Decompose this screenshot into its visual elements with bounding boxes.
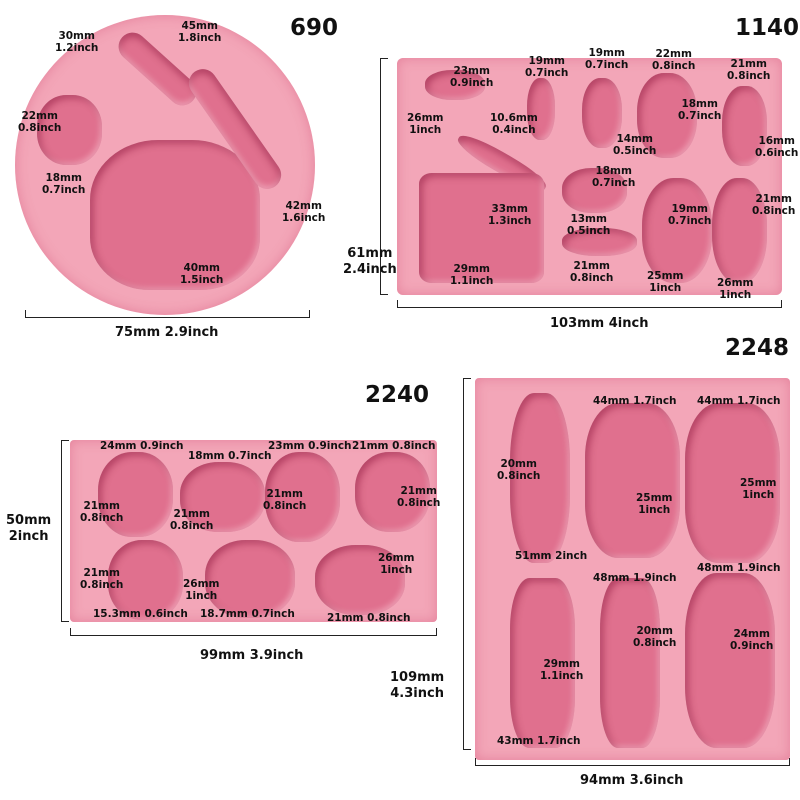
dimension-label: 42mm 1.6inch	[282, 200, 326, 225]
dimension-label: 24mm 0.9inch	[730, 628, 774, 653]
bowl-cavity	[562, 168, 627, 213]
dog-face-cavity	[98, 452, 173, 537]
dimension-label: 33mm 1.3inch	[488, 203, 532, 228]
dimension-label: 44mm 1.7inch	[593, 395, 677, 407]
dimension-label: 10.6mm 0.4inch	[490, 112, 538, 137]
dog-cavity	[685, 403, 780, 563]
hydrant-cavity	[582, 78, 622, 148]
width-label: 75mm 2.9inch	[115, 325, 219, 340]
dimension-label: 14mm 0.5inch	[613, 133, 657, 158]
dog-cavity	[712, 178, 767, 283]
width-bracket	[475, 758, 790, 766]
dimension-label: 20mm 0.8inch	[497, 458, 541, 483]
dimension-label: 26mm 1inch	[183, 578, 220, 603]
dimension-label: 40mm 1.5inch	[180, 262, 224, 287]
height-bracket	[61, 440, 69, 622]
dimension-label: 26mm 1inch	[378, 552, 415, 577]
dimension-label: 18mm 0.7inch	[678, 98, 722, 123]
dimension-label: 22mm 0.8inch	[18, 110, 62, 135]
dimension-label: 21mm 0.8inch	[397, 485, 441, 510]
dimension-label: 13mm 0.5inch	[567, 213, 611, 238]
dog-cavity	[642, 178, 712, 283]
doghouse-cavity	[419, 173, 544, 283]
height-bracket	[463, 378, 471, 750]
dimension-label: 23mm 0.9inch	[450, 65, 494, 90]
height-label: 61mm 2.4inch	[343, 246, 397, 278]
dog-cavity	[510, 578, 575, 748]
dimension-label: 48mm 1.9inch	[593, 572, 677, 584]
dimension-label: 21mm 0.8inch	[352, 440, 436, 452]
mold-code: 2248	[725, 335, 790, 361]
dimension-label: 23mm 0.9inch	[268, 440, 352, 452]
height-bracket	[380, 58, 388, 295]
dimension-label: 44mm 1.7inch	[697, 395, 781, 407]
width-label: 99mm 3.9inch	[200, 648, 304, 663]
dimension-label: 25mm 1inch	[647, 270, 684, 295]
width-bracket	[70, 628, 437, 636]
dimension-label: 18.7mm 0.7inch	[200, 608, 295, 620]
dimension-label: 21mm 0.8inch	[570, 260, 614, 285]
mold-2248	[475, 378, 790, 760]
dimension-label: 21mm 0.8inch	[752, 193, 796, 218]
dimension-label: 21mm 0.8inch	[80, 567, 124, 592]
width-label: 103mm 4inch	[550, 316, 649, 331]
car-cavity	[425, 70, 485, 100]
dimension-label: 25mm 1inch	[636, 492, 673, 517]
dimension-label: 21mm 0.8inch	[80, 500, 124, 525]
dog-cavity	[510, 393, 570, 563]
mold-code: 690	[290, 15, 339, 41]
dimension-label: 30mm 1.2inch	[55, 30, 99, 55]
dimension-label: 20mm 0.8inch	[633, 625, 677, 650]
dimension-label: 18mm 0.7inch	[42, 172, 86, 197]
dimension-label: 25mm 1inch	[740, 477, 777, 502]
dog-face-cavity	[265, 452, 340, 542]
width-label: 94mm 3.6inch	[580, 773, 684, 788]
mold-code: 1140	[735, 15, 800, 41]
dimension-label: 21mm 0.8inch	[327, 612, 411, 624]
dimension-label: 21mm 0.8inch	[727, 58, 771, 83]
mold-code: 2240	[365, 382, 430, 408]
dimension-label: 26mm 1inch	[717, 277, 754, 302]
dimension-label: 51mm 2inch	[515, 550, 588, 562]
dog-cavity	[637, 73, 697, 158]
hound-face-cavity	[355, 452, 430, 532]
mold-1140	[397, 58, 782, 295]
dimension-label: 21mm 0.8inch	[263, 488, 307, 513]
height-label: 109mm 4.3inch	[390, 670, 445, 702]
width-bracket	[25, 310, 310, 318]
bone-cavity	[562, 228, 637, 256]
small-paw-cavity	[37, 95, 102, 165]
dimension-label: 43mm 1.7inch	[497, 735, 581, 747]
dimension-label: 18mm 0.7inch	[188, 450, 272, 462]
mold-2240	[70, 440, 437, 622]
dimension-label: 45mm 1.8inch	[178, 20, 222, 45]
shaggy-face-cavity	[315, 545, 405, 615]
dimension-label: 18mm 0.7inch	[592, 165, 636, 190]
dimension-label: 48mm 1.9inch	[697, 562, 781, 574]
dog-cavity	[685, 573, 775, 748]
dimension-label: 16mm 0.6inch	[755, 135, 799, 160]
height-label: 50mm 2inch	[6, 513, 52, 545]
dog-cavity	[585, 403, 680, 558]
dimension-label: 24mm 0.9inch	[100, 440, 184, 452]
poodle-face-cavity	[180, 462, 265, 532]
dog-face-cavity	[205, 540, 295, 618]
dog-cavity	[722, 86, 767, 166]
dimension-label: 19mm 0.7inch	[585, 47, 629, 72]
dimension-label: 19mm 0.7inch	[668, 203, 712, 228]
mold-690	[15, 15, 315, 315]
dimension-label: 29mm 1.1inch	[450, 263, 494, 288]
width-bracket	[397, 300, 782, 308]
dimension-label: 19mm 0.7inch	[525, 55, 569, 80]
dimension-label: 21mm 0.8inch	[170, 508, 214, 533]
dimension-label: 26mm 1inch	[407, 112, 444, 137]
hedgehog-cavity	[527, 78, 555, 140]
dog-cavity	[600, 578, 660, 748]
chihuahua-face-cavity	[108, 540, 183, 620]
dimension-label: 22mm 0.8inch	[652, 48, 696, 73]
paw-cavity	[90, 140, 260, 290]
dimension-label: 29mm 1.1inch	[540, 658, 584, 683]
dimension-label: 15.3mm 0.6inch	[93, 608, 188, 620]
